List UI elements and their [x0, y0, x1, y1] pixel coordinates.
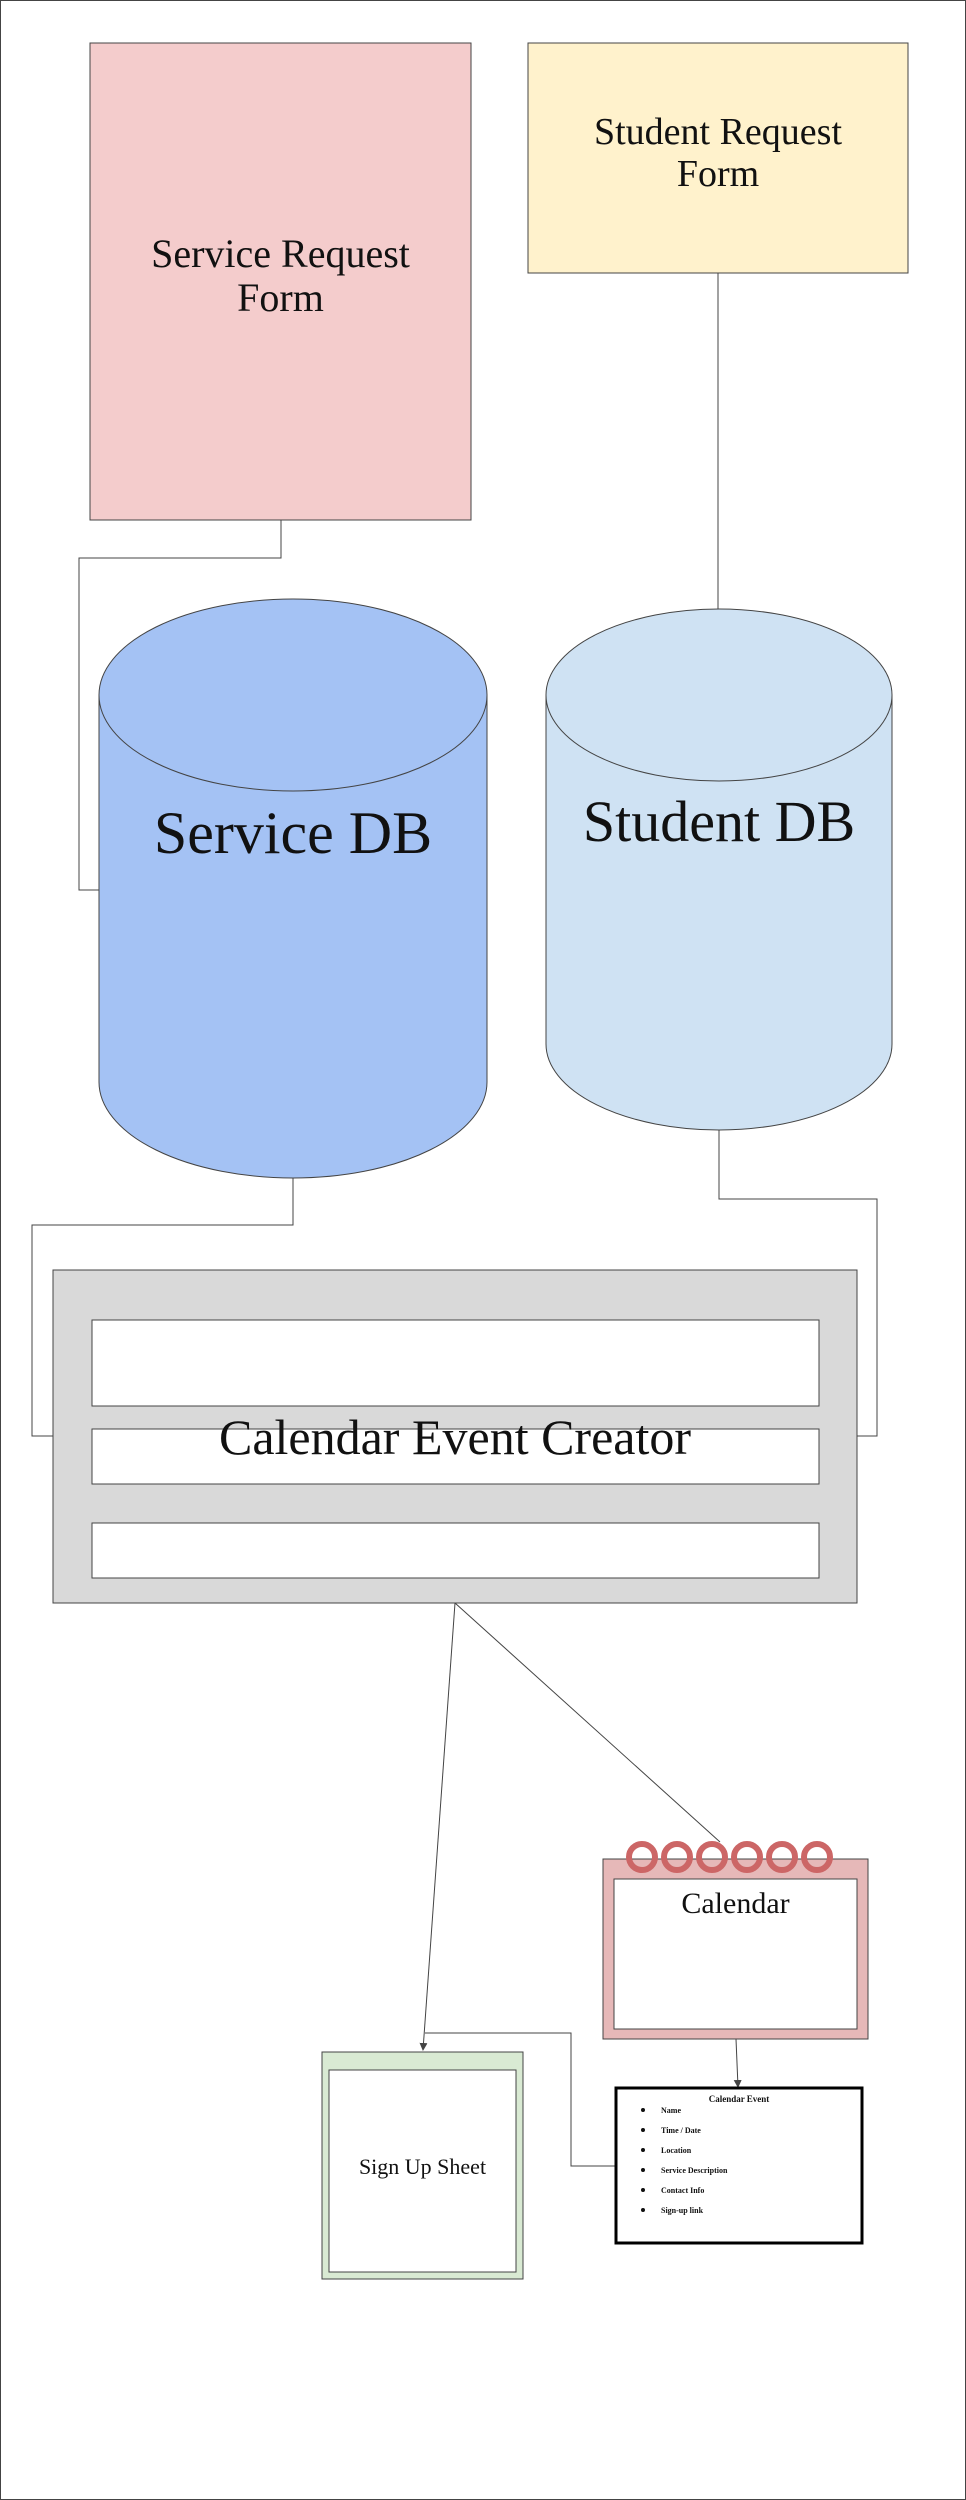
calendar-event-field: Name [641, 2106, 841, 2126]
calendar-event-field: Service Description [641, 2166, 841, 2186]
calendar-event-field: Time / Date [641, 2126, 841, 2146]
calendar-label: Calendar [681, 1887, 790, 1920]
service-request-form-box [89, 42, 472, 521]
calendar-event-field: Location [641, 2146, 841, 2166]
calendar-event-title: Calendar Event [708, 2094, 770, 2104]
student-request-form-box [527, 42, 909, 274]
creator-field-1 [91, 1319, 820, 1407]
sign-up-sheet-box [321, 2051, 524, 2280]
connector-service-form-to-service-db [78, 520, 282, 891]
creator-field-3 [91, 1522, 820, 1579]
calendar-event-creator-label: Calendar Event Creator [218, 1409, 692, 1465]
calendar-event-field-list: Name Time / Date Location Service Descri… [641, 2106, 841, 2226]
service-request-form-label: Service Request Form [151, 231, 410, 320]
calendar-rings-icon [626, 1841, 833, 1873]
service-db-cylinder [98, 598, 488, 1179]
calendar-event-field: Sign-up link [641, 2206, 841, 2226]
sign-up-sheet-label: Sign Up Sheet [358, 2154, 487, 2179]
creator-field-2 [91, 1428, 820, 1485]
connector-student-db-to-creator [718, 1130, 878, 1437]
calendar-event-creator-panel [52, 1269, 858, 1604]
student-db-label: Student DB [582, 789, 856, 854]
connector-creator-to-calendar [454, 1602, 721, 1843]
service-db-label: Service DB [153, 800, 433, 866]
calendar-event-card [614, 2086, 864, 2245]
connector-service-db-to-creator [31, 1178, 294, 1437]
connector-event-to-signup [425, 2032, 616, 2167]
calendar-event-field: Contact Info [641, 2186, 841, 2206]
connector-calendar-to-event [733, 2038, 742, 2088]
calendar-box [602, 1841, 869, 2040]
student-request-form-label: Student Request Form [593, 111, 843, 195]
connector-creator-to-signup [419, 1602, 456, 2051]
student-db-cylinder [545, 608, 893, 1131]
